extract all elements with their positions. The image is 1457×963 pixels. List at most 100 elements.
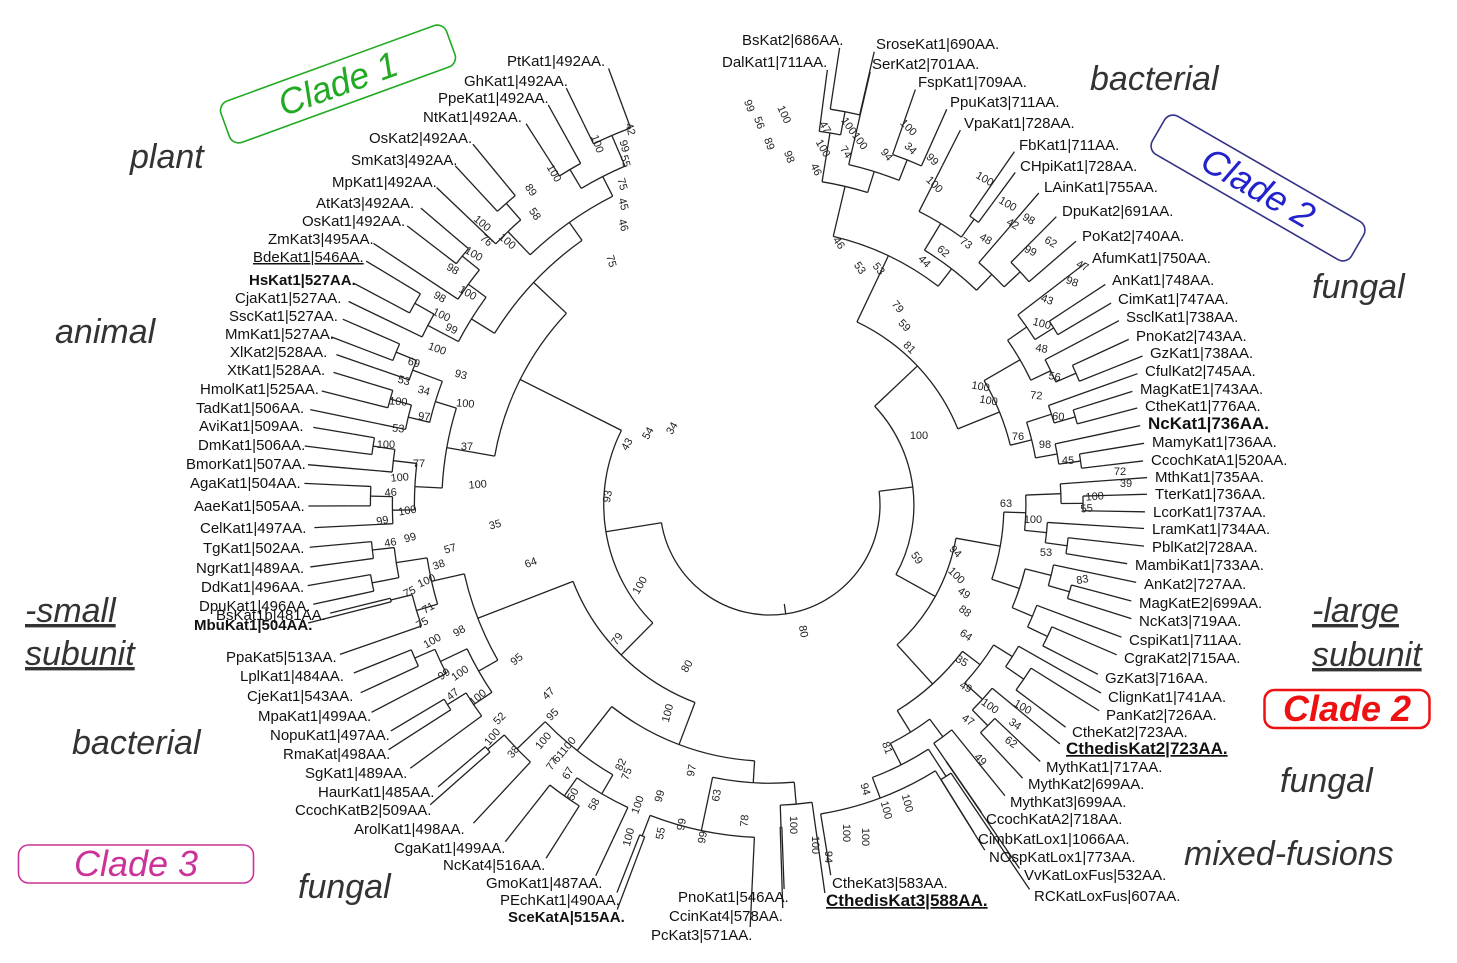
tip-label: CtheKat2|723AA.	[1072, 724, 1188, 741]
clade-frame	[219, 24, 457, 144]
branch-line	[504, 809, 531, 843]
tip-label: CthedisKat3|588AA.	[826, 891, 988, 910]
branch-line	[1087, 556, 1128, 565]
bootstrap-value: 89	[522, 182, 539, 199]
group-label: subunit	[1312, 636, 1423, 674]
bootstrap-value: 75	[619, 766, 634, 782]
branch-line	[896, 644, 934, 685]
branch-line	[352, 433, 375, 439]
branch-line	[1024, 529, 1047, 534]
bootstrap-value: 100	[463, 245, 485, 265]
branch-line	[447, 692, 467, 706]
branch-line	[1018, 645, 1067, 674]
branch-line	[368, 350, 394, 362]
bootstrap-value: 45	[1062, 455, 1074, 467]
branch-arc	[969, 215, 979, 223]
bootstrap-value: 98	[1020, 211, 1037, 228]
branch-line	[354, 283, 391, 304]
tip-label: PEchKat1|490AA.	[500, 892, 620, 909]
bootstrap-value: 53	[396, 374, 411, 389]
branch-arc	[387, 390, 394, 408]
branch-line	[473, 691, 493, 706]
tip-label: CfulKat2|745AA.	[1145, 363, 1256, 380]
bootstrap-value: 52	[491, 710, 508, 727]
bootstrap-value: 50	[565, 786, 582, 803]
bootstrap-value: 100	[390, 471, 409, 485]
tip-label: AgaKat1|504AA.	[190, 475, 301, 492]
branch-line	[832, 186, 846, 237]
branch-line	[313, 426, 353, 435]
tip-label: RCKatLoxFus|607AA.	[1034, 888, 1180, 905]
branch-line	[442, 715, 483, 746]
branch-line	[1065, 672, 1102, 694]
branch-line	[793, 782, 797, 805]
branch-line	[950, 772, 1008, 857]
branch-line	[641, 815, 651, 837]
branch-line	[979, 732, 996, 750]
branch-line	[408, 416, 430, 423]
branch-line	[390, 594, 413, 601]
branch-line	[991, 578, 1020, 590]
branch-line	[1027, 216, 1057, 246]
branch-line	[781, 849, 785, 890]
tip-label: BsKat1b|481AA.	[216, 607, 326, 624]
branch-line	[371, 383, 393, 391]
branch-line	[1025, 493, 1061, 496]
bootstrap-value: 42	[1004, 216, 1021, 233]
branch-arc	[426, 557, 439, 605]
branch-line	[365, 260, 401, 283]
branch-line	[1030, 370, 1051, 381]
bootstrap-value: 100	[422, 632, 444, 652]
branch-line	[976, 273, 993, 291]
bootstrap-value: 99	[443, 321, 459, 337]
tip-label: CgraKat2|715AA.	[1124, 650, 1240, 667]
branch-line	[533, 282, 567, 314]
branch-line	[568, 222, 583, 241]
branch-line	[525, 123, 549, 158]
bootstrap-value: 53	[851, 260, 868, 277]
tip-label: CcochKatA1|520AA.	[1151, 452, 1287, 469]
branch-line	[576, 706, 613, 751]
branch-line	[379, 334, 400, 345]
branch-line	[344, 484, 371, 488]
tip-label: PanKat2|726AA.	[1106, 707, 1217, 724]
bootstrap-value: 99	[675, 817, 689, 831]
tip-label: MpKat1|492AA.	[332, 174, 437, 191]
tip-label: NtKat1|492AA.	[423, 109, 522, 126]
branch-line	[450, 233, 469, 250]
branch-line	[983, 359, 1021, 382]
branch-line	[951, 729, 981, 766]
bootstrap-value: 99	[403, 531, 418, 546]
branch-line	[1079, 370, 1106, 382]
bootstrap-value: 67	[560, 765, 577, 782]
bootstrap-value: 95	[544, 706, 561, 723]
branch-arc	[593, 127, 631, 145]
branch-line	[427, 324, 459, 343]
bootstrap-value: 35	[953, 653, 970, 670]
bootstrap-value: 79	[609, 631, 626, 648]
tip-label: CtheKat1|776AA.	[1145, 398, 1261, 415]
tip-label: GzKat1|738AA.	[1150, 345, 1253, 362]
tip-label: MthKat1|735AA.	[1155, 469, 1264, 486]
tip-label: SscKat1|527AA.	[229, 308, 338, 325]
tip-label: SceKatA|515AA.	[508, 909, 625, 926]
branch-arc	[371, 437, 376, 455]
tip-label: TterKat1|736AA.	[1155, 486, 1266, 503]
branch-arc	[408, 360, 418, 381]
branch-line	[390, 709, 426, 732]
tip-label: DmKat1|506AA.	[198, 437, 305, 454]
branch-line	[994, 748, 1024, 779]
branch-line	[979, 764, 1006, 797]
branch-line	[1079, 449, 1105, 455]
bootstrap-value: 64	[957, 627, 974, 644]
branch-arc	[983, 380, 1011, 446]
branch-arc	[1011, 568, 1026, 608]
bootstrap-value: 100	[923, 174, 944, 195]
branch-line	[631, 834, 641, 856]
bootstrap-value: 94	[947, 543, 964, 560]
branch-line	[901, 89, 916, 128]
branch-arc	[421, 313, 435, 338]
branch-line	[867, 171, 875, 193]
branch-line	[547, 104, 569, 141]
